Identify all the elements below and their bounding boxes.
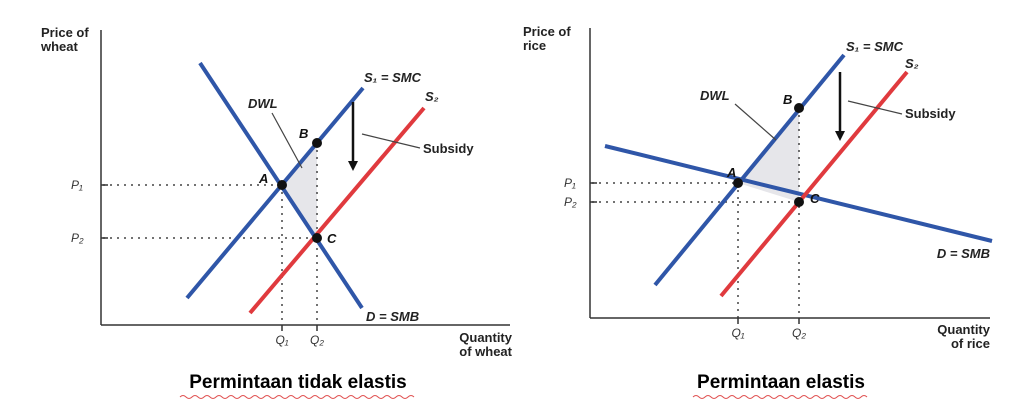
subsidy-leader [847, 100, 903, 115]
subsidy-leader [361, 133, 421, 149]
smc-label: S₁ = SMC [846, 39, 904, 54]
smc-label: S₁ = SMC [364, 70, 422, 85]
x-axis-title-line1: Quantity [459, 330, 512, 345]
q2-label: Q₂ [310, 333, 324, 347]
dwl-leader [271, 112, 303, 169]
subsidy-label: Subsidy [905, 106, 956, 121]
point-c-marker [312, 233, 322, 243]
demand-label: D = SMB [937, 246, 990, 261]
y-axis-title-line1: Price of [41, 25, 89, 40]
x-axis-title-line2: of rice [951, 336, 990, 351]
s2-curve [248, 106, 426, 315]
s2-curve [719, 70, 909, 298]
demand-curve [604, 144, 993, 243]
p2-label: P₂ [71, 231, 84, 245]
y-axis-title-line2: wheat [40, 39, 79, 54]
subsidy-label: Subsidy [423, 141, 474, 156]
point-c-label: C [327, 231, 337, 246]
point-c-label: C [810, 191, 820, 206]
p2-label: P₂ [564, 195, 577, 209]
point-b-label: B [299, 126, 308, 141]
y-axis-title-line1: Price of [523, 24, 571, 39]
demand-label: D = SMB [366, 309, 419, 324]
dwl-area [738, 108, 799, 202]
x-axis-title-line1: Quantity [937, 322, 990, 337]
point-b-marker [312, 138, 322, 148]
point-b-marker [794, 103, 804, 113]
caption-inelastic: Permintaan tidak elastis [189, 372, 407, 393]
point-a-marker [733, 178, 743, 188]
dwl-leader [734, 103, 777, 141]
s2-label: S₂ [425, 89, 439, 104]
s2-label: S₂ [905, 56, 919, 71]
dwl-label: DWL [248, 96, 278, 111]
caption-elastic: Permintaan elastis [697, 372, 865, 393]
caption-elastic-underline [692, 395, 868, 399]
point-b-label: B [783, 92, 792, 107]
smc-curve [653, 53, 846, 287]
p1-label: P₁ [564, 176, 576, 190]
panel-elastic: Price of rice Quantity of rice S₁ = SMC … [523, 24, 993, 399]
point-c-marker [794, 197, 804, 207]
point-a-label: A [726, 165, 736, 180]
q2-label: Q₂ [792, 326, 806, 340]
p1-label: P₁ [71, 178, 83, 192]
dwl-label: DWL [700, 88, 730, 103]
panel-inelastic: Price of wheat Quantity of wheat S₁ = SM… [40, 25, 513, 399]
q1-label: Q₁ [731, 326, 744, 340]
caption-inelastic-underline [179, 395, 415, 399]
smc-curve [185, 86, 365, 300]
q1-label: Q₁ [275, 333, 288, 347]
y-axis-title-line2: rice [523, 38, 546, 53]
point-a-marker [277, 180, 287, 190]
x-axis-title-line2: of wheat [459, 344, 512, 359]
dwl-area [282, 143, 317, 238]
point-a-label: A [258, 171, 268, 186]
